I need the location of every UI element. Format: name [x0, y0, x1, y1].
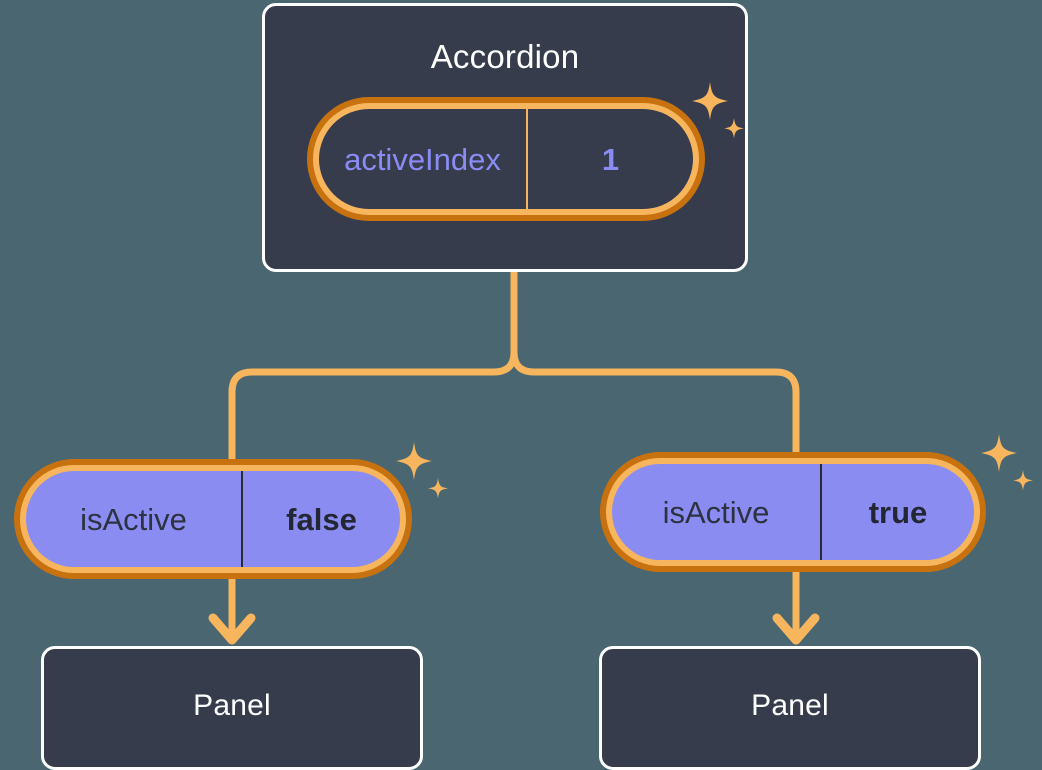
accordion-title: Accordion — [430, 38, 580, 75]
prop-pill-is-active-true[interactable]: isActive true — [600, 452, 986, 572]
prop-key-label: isActive — [26, 471, 243, 567]
prop-pill-is-active-false[interactable]: isActive false — [14, 459, 412, 579]
state-value-label: 1 — [601, 141, 620, 177]
state-key-label: activeIndex — [319, 109, 528, 209]
arrow-head-left-icon — [208, 613, 256, 645]
pill-ring-inner: isActive true — [606, 458, 980, 566]
prop-value-label: false — [286, 501, 357, 537]
panel-title-left: Panel — [193, 689, 271, 722]
panel-node-right[interactable]: Panel — [599, 646, 981, 770]
sparkle-right-pill-icon — [977, 432, 1037, 507]
connector-branch-left — [228, 351, 518, 464]
panel-title-right: Panel — [751, 689, 829, 722]
panel-node-left[interactable]: Panel — [41, 646, 423, 770]
pill-body: activeIndex 1 — [319, 109, 693, 209]
connector-branch-right — [510, 351, 800, 458]
prop-value-label: true — [868, 494, 928, 530]
state-pill-active-index[interactable]: activeIndex 1 — [307, 97, 705, 221]
prop-key-label: isActive — [612, 464, 822, 560]
pill-ring-inner: isActive false — [20, 465, 406, 573]
arrow-head-right-icon — [772, 613, 820, 645]
pill-ring-inner: activeIndex 1 — [313, 103, 699, 215]
pill-body: isActive false — [26, 471, 400, 567]
pill-body: isActive true — [612, 464, 974, 560]
